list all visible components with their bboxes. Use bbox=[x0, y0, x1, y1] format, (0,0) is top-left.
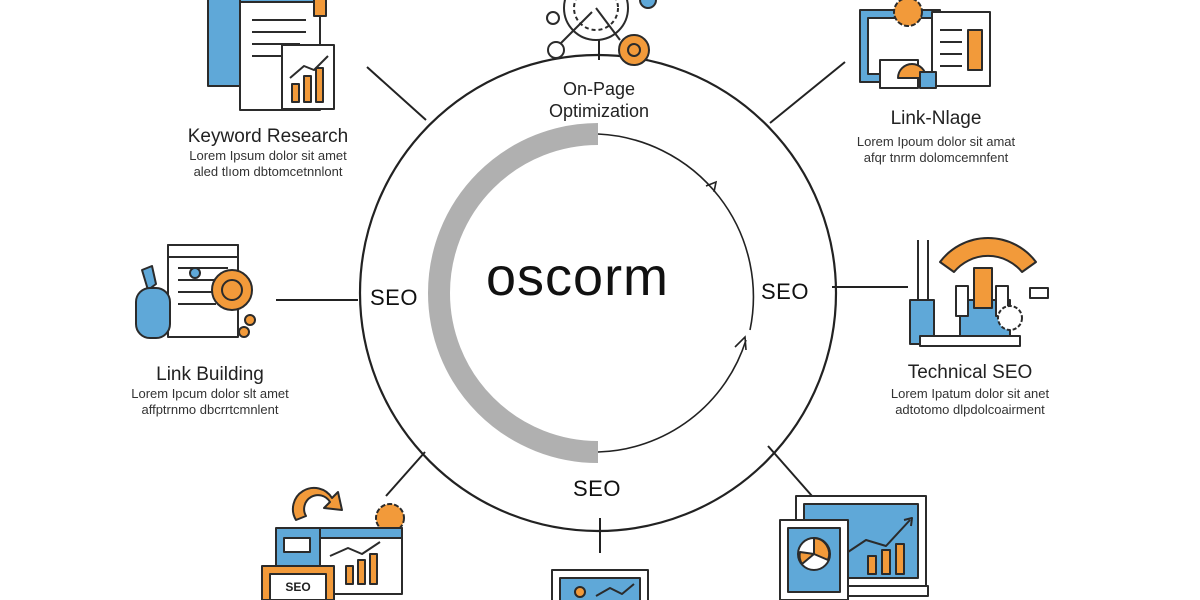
monitor-gear-icon bbox=[859, 0, 991, 89]
ring-label-right: SEO bbox=[761, 279, 809, 304]
seo-report-icon bbox=[261, 486, 405, 600]
center-title: oscorm bbox=[486, 247, 670, 307]
node-desc-line: adtotomo dlpdolcoairment bbox=[895, 402, 1045, 417]
spoke-top-right bbox=[769, 61, 846, 124]
node-link-nlage: Link-Nlage Lorem Ipoum dolor sit amat af… bbox=[826, 108, 1046, 166]
node-desc-line: aled tlıom dbtomcetnnlont bbox=[193, 164, 343, 179]
inner-arc-arrowhead-bottom bbox=[734, 335, 747, 351]
node-title: Link Building bbox=[156, 364, 264, 385]
node-technical-seo: Technical SEO Lorem Ipatum dolor sit ane… bbox=[860, 362, 1080, 418]
spoke-bottom-left bbox=[385, 451, 426, 497]
node-desc-line: Lorem Ipcum dolor slt amet bbox=[131, 386, 289, 401]
node-title: Technical SEO bbox=[907, 362, 1033, 383]
ring-label-bottom: SEO bbox=[573, 476, 621, 501]
inner-arc-lower bbox=[597, 339, 747, 453]
node-desc-line: affptrnmo dbcrrtcmnlent bbox=[141, 402, 279, 417]
node-title-line: On-Page bbox=[562, 79, 636, 99]
document-chart-icon bbox=[207, 0, 335, 111]
node-desc-line: Lorem Ipsum dolor sit amet bbox=[189, 148, 347, 163]
tools-gear-icon bbox=[909, 237, 1049, 347]
node-desc-line: afqr tnrm dolomcemnfent bbox=[863, 150, 1009, 165]
monitor-icon bbox=[551, 569, 649, 600]
target-gear-icon bbox=[546, 0, 657, 66]
seo-badge-text: SEO bbox=[285, 580, 311, 594]
node-on-page-optimization: On-Page Optimization bbox=[519, 78, 679, 122]
spoke-top-left bbox=[366, 66, 427, 121]
document-money-icon bbox=[135, 244, 256, 339]
spoke-bottom-right bbox=[767, 445, 813, 497]
node-title-line: Optimization bbox=[548, 101, 650, 121]
node-desc-line: Lorem Ipoum dolor sit amat bbox=[856, 134, 1016, 149]
node-title: Keyword Research bbox=[187, 126, 349, 147]
inner-arc-arrowhead-top bbox=[705, 180, 718, 193]
node-link-building: Link Building Lorem Ipcum dolor slt amet… bbox=[104, 364, 316, 418]
gray-half-arc bbox=[428, 123, 599, 463]
node-desc-line: Lorem Ipatum dolor sit anet bbox=[890, 386, 1050, 401]
inner-arc bbox=[597, 133, 755, 331]
devices-analytics-icon bbox=[779, 495, 929, 600]
ring-label-left: SEO bbox=[370, 285, 418, 310]
node-title: Link-Nlage bbox=[890, 108, 982, 129]
node-keyword-research: Keyword Research Lorem Ipsum dolor sit a… bbox=[160, 126, 376, 180]
